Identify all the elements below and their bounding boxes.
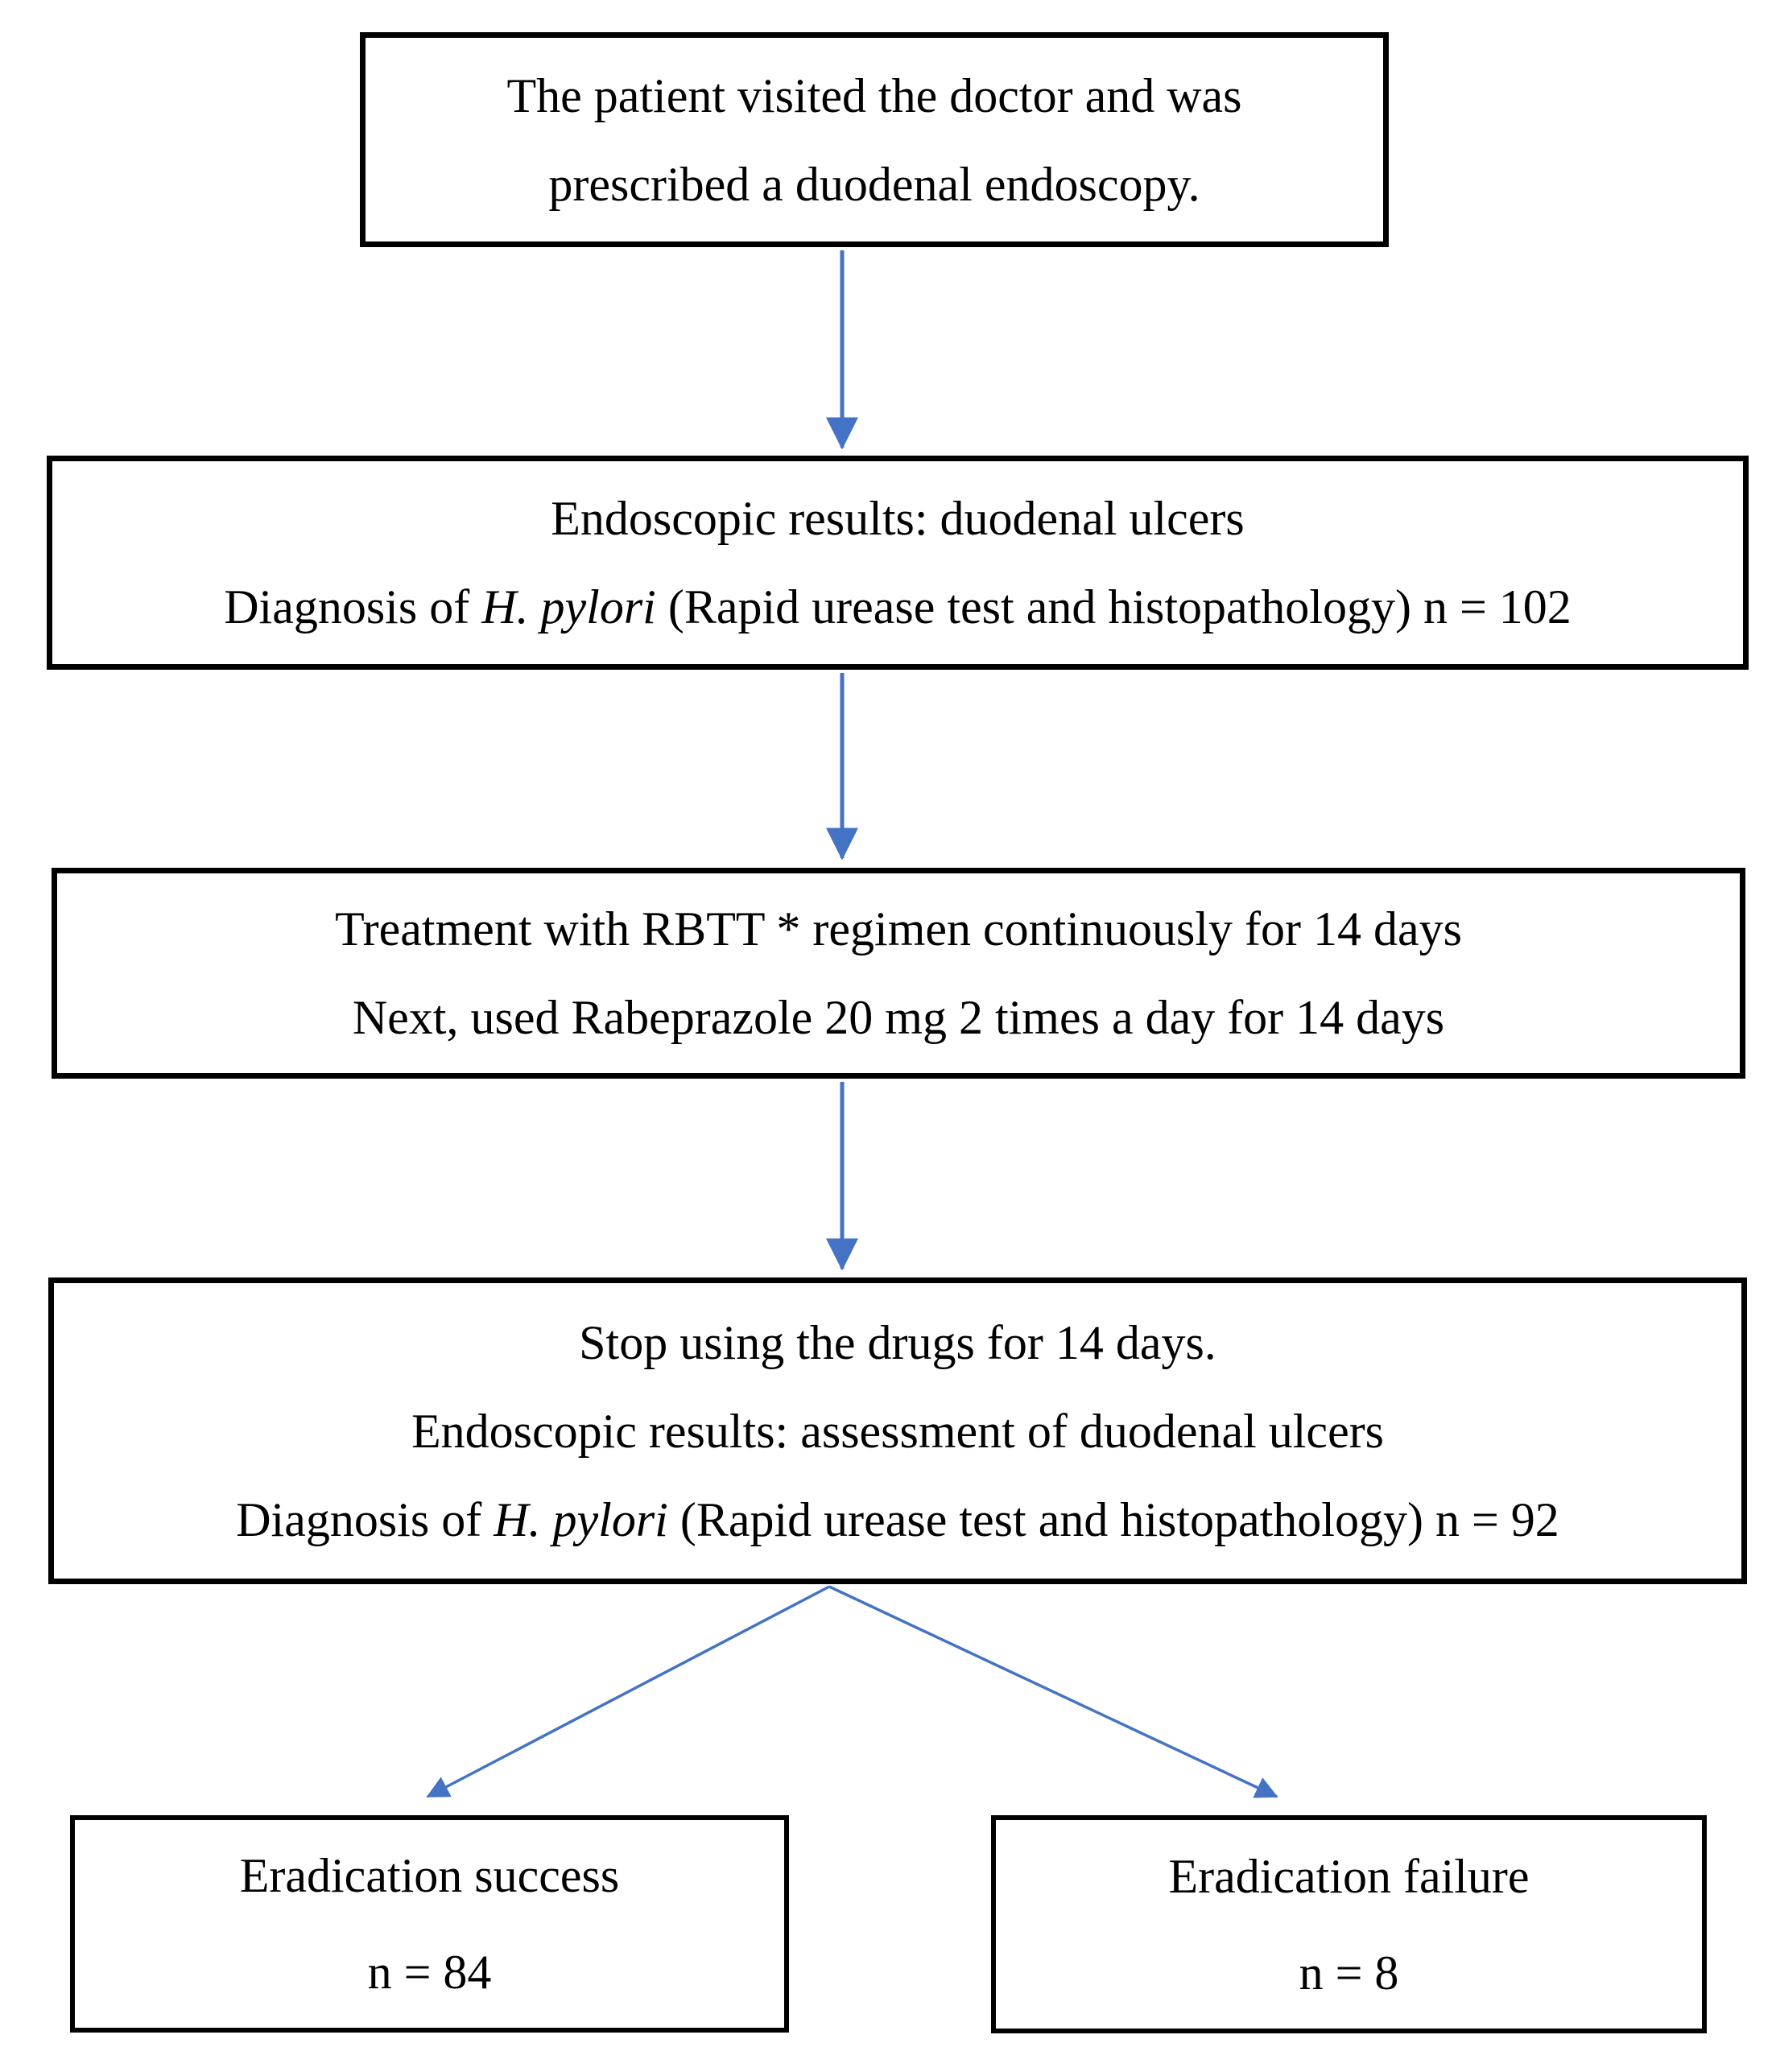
h-pylori-italic-text: H. pylori xyxy=(494,1492,668,1546)
box-endoscopic-results: Endoscopic results: duodenal ulcers Diag… xyxy=(47,456,1749,670)
arrow-stop-to-failure xyxy=(828,1585,1278,1798)
box-eradication-success-label: Eradication success xyxy=(239,1849,620,1902)
box-patient-visit-line1: The patient visited the doctor and was xyxy=(506,68,1242,122)
box-patient-visit-line2: prescribed a duodenal endoscopy. xyxy=(548,157,1200,211)
box-patient-visit: The patient visited the doctor and was p… xyxy=(360,32,1389,247)
box-stop-drugs-line1: Stop using the drugs for 14 days. xyxy=(579,1315,1216,1369)
diagnosis-prefix-text: Diagnosis of xyxy=(224,580,482,634)
box-stop-drugs-assessment: Stop using the drugs for 14 days. Endosc… xyxy=(48,1277,1747,1584)
box-stop-drugs-line2: Endoscopic results: assessment of duoden… xyxy=(411,1404,1385,1458)
h-pylori-italic-text: H. pylori xyxy=(481,580,656,634)
box-treatment-regimen: Treatment with RBTT * regimen continuous… xyxy=(52,868,1745,1079)
box-treatment-regimen-line2: Next, used Rabeprazole 20 mg 2 times a d… xyxy=(352,991,1445,1044)
box-eradication-failure: Eradication failure n = 8 xyxy=(991,1815,1707,2033)
diagnosis-suffix-text: (Rapid urease test and histopathology) n… xyxy=(667,1492,1559,1546)
box-eradication-failure-label: Eradication failure xyxy=(1168,1849,1530,1903)
box-eradication-success: Eradication success n = 84 xyxy=(70,1815,789,2033)
box-treatment-regimen-line1: Treatment with RBTT * regimen continuous… xyxy=(335,902,1462,956)
diagnosis-suffix-text: (Rapid urease test and histopathology) n… xyxy=(655,580,1572,634)
box-stop-drugs-line3: Diagnosis of H. pylori (Rapid urease tes… xyxy=(236,1476,1559,1564)
box-endoscopic-results-line1: Endoscopic results: duodenal ulcers xyxy=(551,492,1245,545)
arrow-stop-to-success xyxy=(426,1585,830,1798)
diagnosis-prefix-text: Diagnosis of xyxy=(236,1492,494,1546)
box-endoscopic-results-line2: Diagnosis of H. pylori (Rapid urease tes… xyxy=(224,563,1572,651)
box-eradication-success-count: n = 84 xyxy=(367,1946,492,1999)
box-eradication-failure-count: n = 8 xyxy=(1299,1946,1399,2000)
